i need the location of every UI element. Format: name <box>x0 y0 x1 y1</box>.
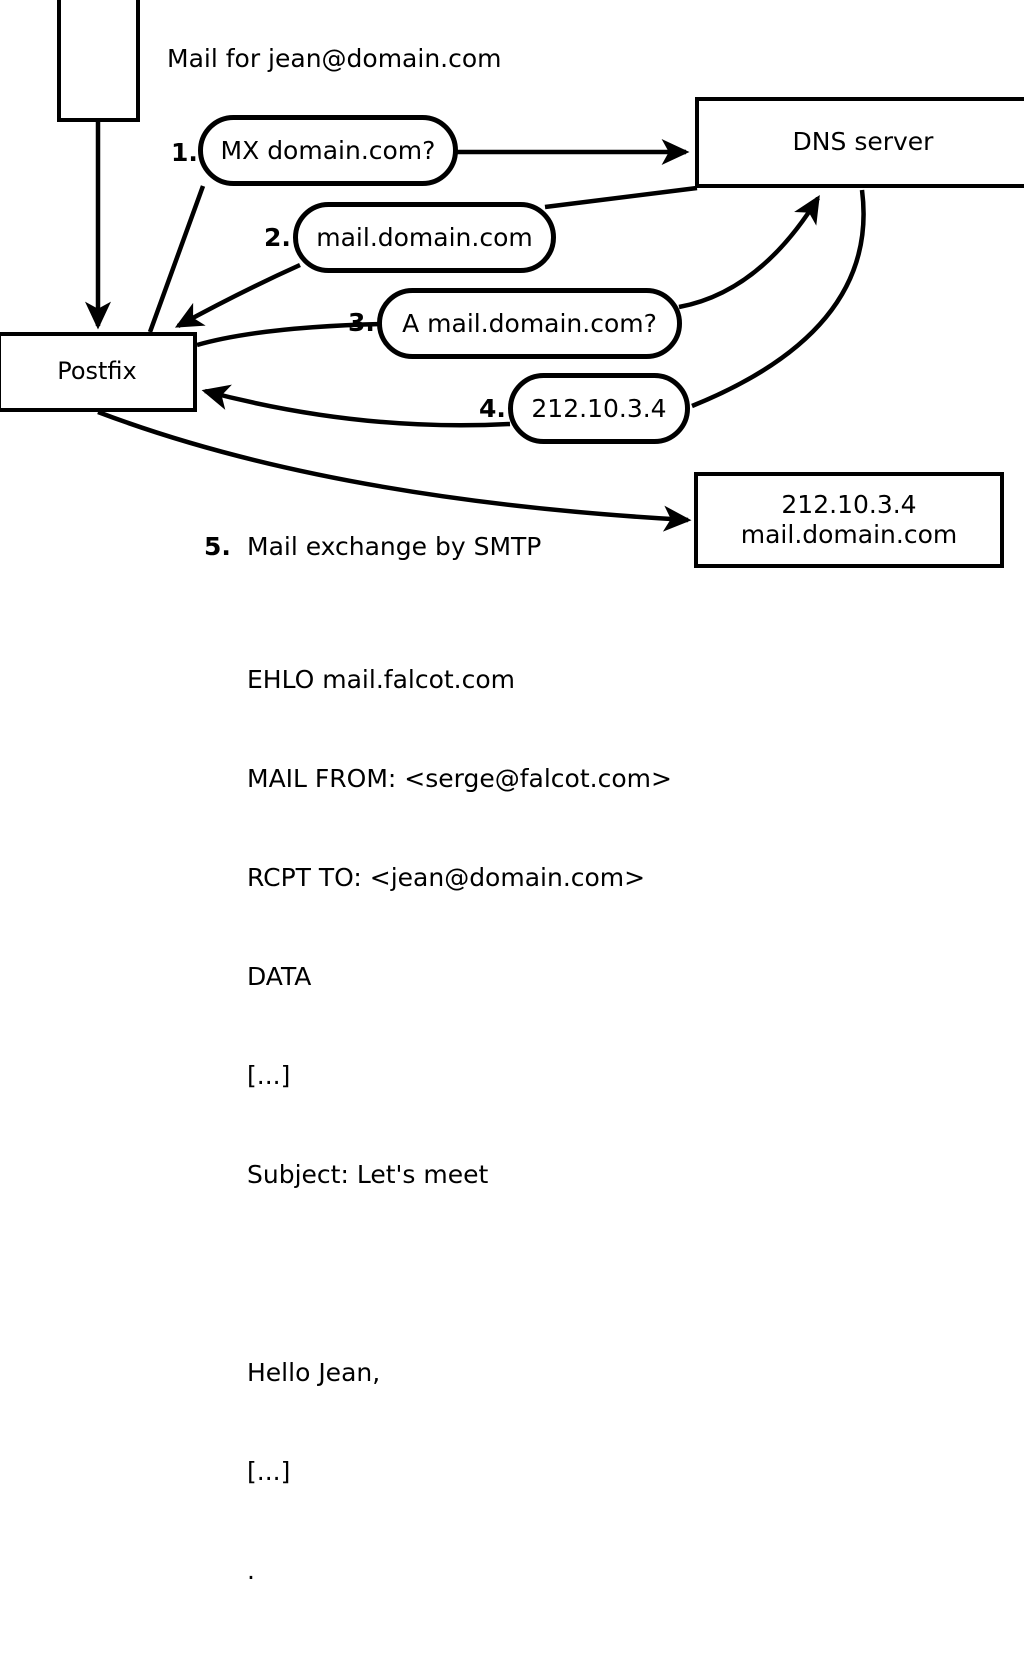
smtp-line: RCPT TO: <jean@domain.com> <box>247 863 646 892</box>
dns-server-label: DNS server <box>792 127 934 157</box>
step-2-label: mail.domain.com <box>316 223 533 252</box>
smtp-line: . <box>247 1556 255 1585</box>
step-4-bubble: 212.10.3.4 <box>508 373 690 444</box>
smtp-line: EHLO mail.falcot.com <box>247 665 516 694</box>
edge-step3-to-dns <box>678 195 820 310</box>
step-1-label: MX domain.com? <box>220 136 436 165</box>
connector-layer <box>84 122 866 532</box>
page-title: Mail for jean@domain.com <box>167 44 502 73</box>
step-2-number: 2. <box>264 223 291 252</box>
smtp-transcript: EHLO mail.falcot.com MAIL FROM: <serge@f… <box>247 597 672 1653</box>
postfix-label: Postfix <box>57 357 137 386</box>
step-1-number: 1. <box>171 138 198 167</box>
edge-postfix-to-target <box>97 409 692 532</box>
sender-host-box <box>57 0 140 122</box>
step-5-label: Mail exchange by SMTP <box>247 532 542 561</box>
smtp-line: [...] <box>247 1457 291 1486</box>
step-3-number: 3. <box>348 308 375 337</box>
step-2-bubble: mail.domain.com <box>293 202 556 273</box>
step-3-label: A mail.domain.com? <box>402 309 657 338</box>
step-3-bubble: A mail.domain.com? <box>377 288 682 359</box>
mail-delivery-diagram: Postfix DNS server 212.10.3.4 mail.domai… <box>0 0 1024 1585</box>
edge-dns-to-step2 <box>544 185 698 210</box>
step-5-number: 5. <box>204 532 231 561</box>
edge-step4-to-postfix <box>201 384 511 428</box>
smtp-line: Hello Jean, <box>247 1358 381 1387</box>
step-4-number: 4. <box>479 394 506 423</box>
edge-dns-to-step4 <box>691 189 866 409</box>
edge-postfix-to-step3 <box>196 321 383 348</box>
target-ip-label: 212.10.3.4 <box>781 489 917 519</box>
edge-step2-to-postfix <box>174 262 301 328</box>
edge-postfix-to-step1 <box>147 185 206 333</box>
target-mail-server-box: 212.10.3.4 mail.domain.com <box>694 472 1004 568</box>
target-hostname-label: mail.domain.com <box>740 520 958 549</box>
smtp-line: [...] <box>247 1061 291 1090</box>
smtp-line: Subject: Let's meet <box>247 1160 489 1189</box>
postfix-box: Postfix <box>0 332 197 412</box>
dns-server-box: DNS server <box>695 97 1024 188</box>
smtp-line: DATA <box>247 962 312 991</box>
smtp-line: MAIL FROM: <serge@falcot.com> <box>247 764 672 793</box>
step-4-label: 212.10.3.4 <box>531 394 667 423</box>
step-1-bubble: MX domain.com? <box>198 115 458 186</box>
smtp-line-blank <box>247 1257 672 1290</box>
